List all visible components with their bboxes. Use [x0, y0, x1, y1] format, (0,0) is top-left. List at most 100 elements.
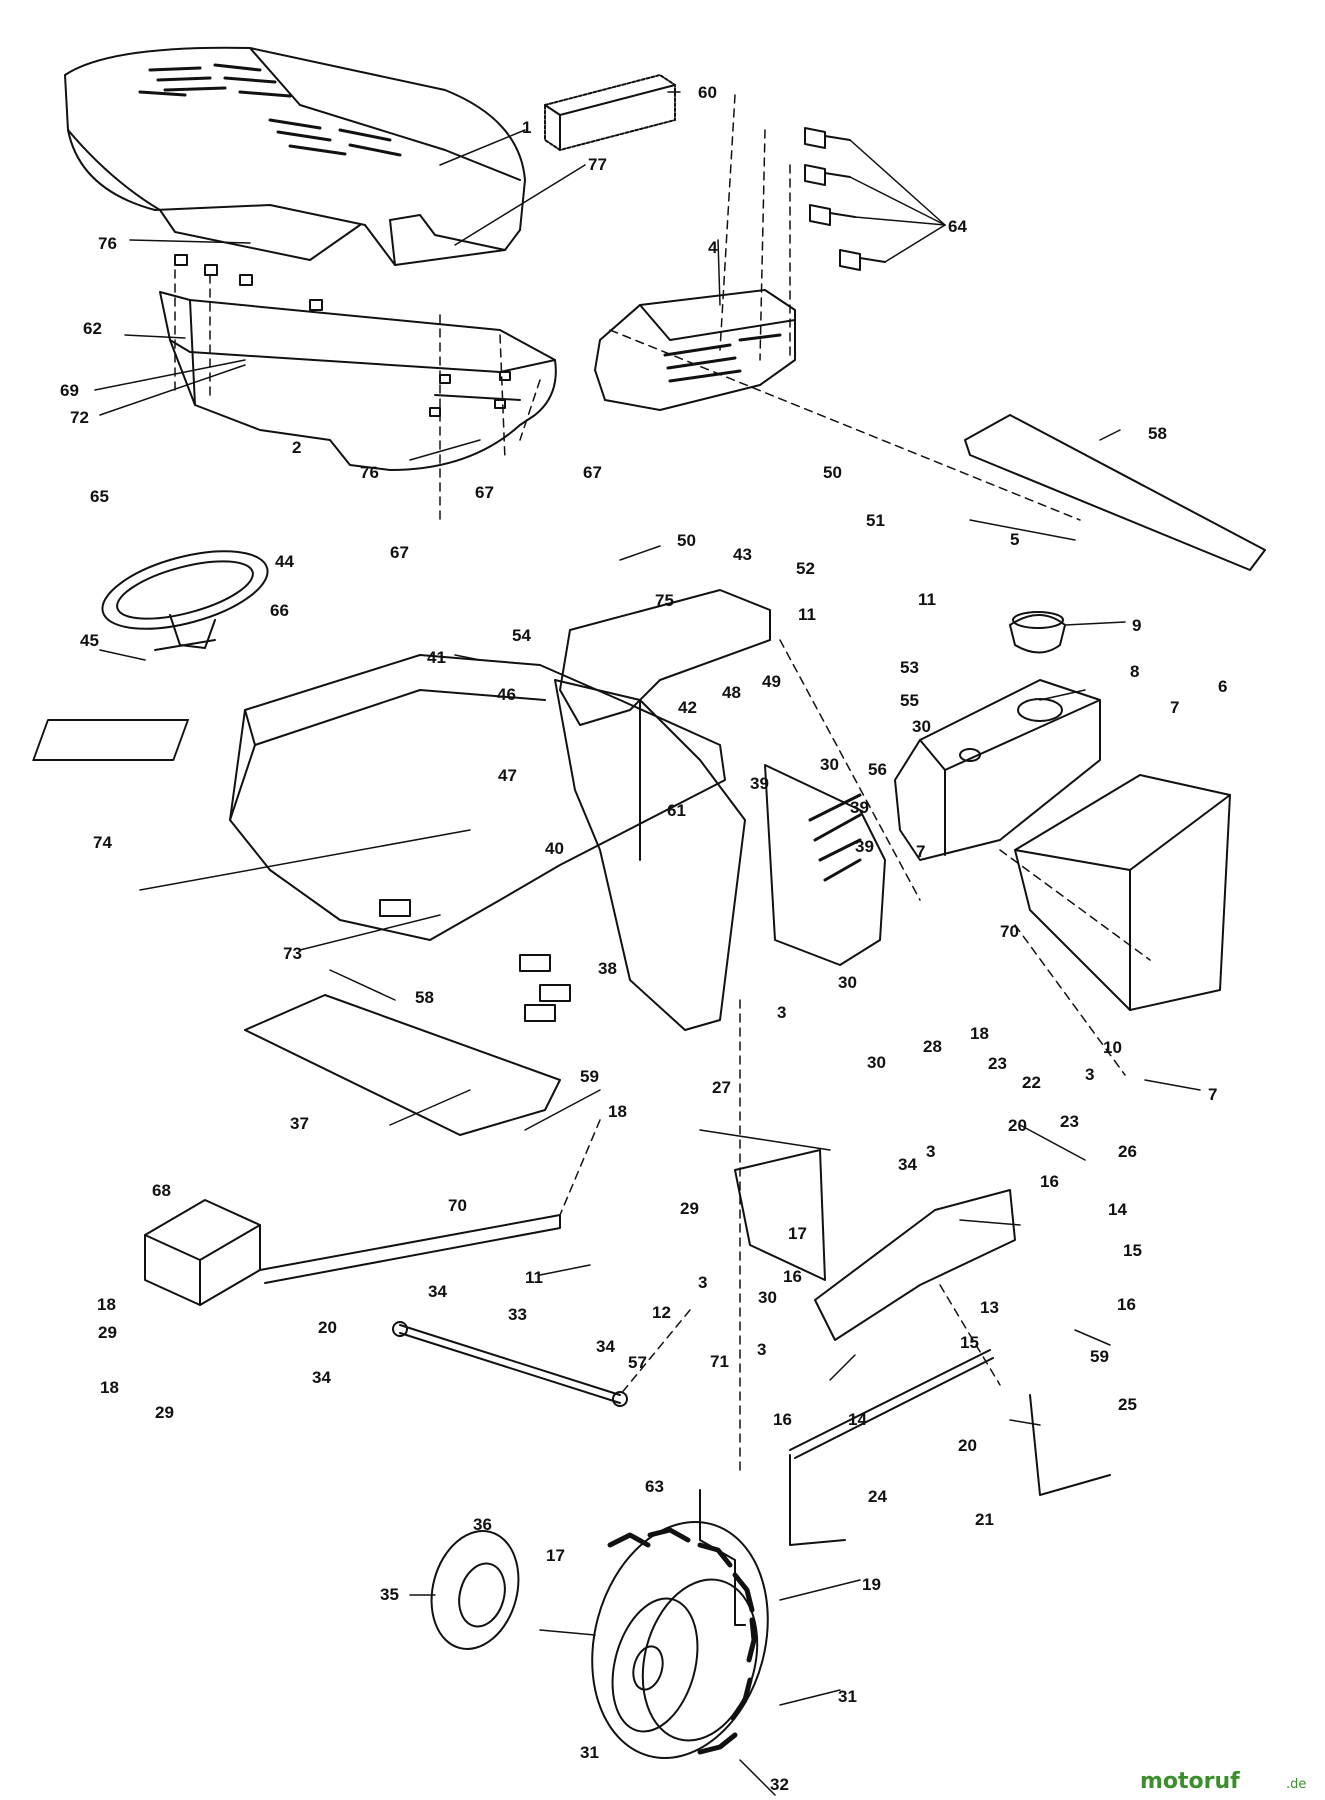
part-label-7-right: 7: [1208, 1085, 1217, 1104]
part-label-27: 27: [712, 1078, 731, 1097]
part-label-22: 22: [1022, 1073, 1041, 1092]
part-label-49: 49: [762, 672, 781, 691]
part-label-19: 19: [862, 1575, 881, 1594]
part-label-32: 32: [770, 1775, 789, 1794]
part-label-20-b: 20: [318, 1318, 337, 1337]
part-label-71: 71: [710, 1352, 729, 1371]
part-label-16-b: 16: [783, 1267, 802, 1286]
step-plate-right-part: [964, 414, 1266, 571]
part-label-5: 5: [1010, 530, 1019, 549]
part-label-41: 41: [427, 648, 446, 667]
part-label-40: 40: [545, 839, 564, 858]
part-label-73: 73: [283, 944, 302, 963]
part-label-76-lower: 76: [360, 463, 379, 482]
hood-part: [64, 46, 526, 311]
part-label-15-a: 15: [1123, 1241, 1142, 1260]
part-label-69: 69: [60, 381, 79, 400]
part-label-15-b: 15: [960, 1333, 979, 1352]
part-label-16-d: 16: [773, 1410, 792, 1429]
part-label-11-b: 11: [918, 590, 936, 609]
part-label-3-b: 3: [1085, 1065, 1094, 1084]
part-label-29-c: 29: [155, 1403, 174, 1422]
part-label-62: 62: [83, 319, 102, 338]
part-label-38: 38: [598, 959, 617, 978]
part-label-39-b: 39: [850, 798, 869, 817]
part-label-18-b: 18: [608, 1102, 627, 1121]
part-label-13: 13: [980, 1298, 999, 1317]
part-label-50-right: 50: [823, 463, 842, 482]
part-label-53: 53: [900, 658, 919, 677]
steering-wheel-part: [101, 550, 269, 651]
part-label-28: 28: [923, 1037, 942, 1056]
part-label-3-d: 3: [698, 1273, 707, 1292]
part-label-10: 10: [1103, 1038, 1122, 1057]
part-label-18-a: 18: [970, 1024, 989, 1043]
part-label-7-top: 7: [1170, 698, 1179, 717]
part-label-64: 64: [948, 217, 967, 236]
part-label-3-e: 3: [757, 1340, 766, 1359]
part-label-30-b: 30: [820, 755, 839, 774]
part-label-39-c: 39: [855, 837, 874, 856]
foam-strip-part: [544, 74, 676, 151]
part-label-34-d: 34: [312, 1368, 331, 1387]
part-label-21: 21: [975, 1510, 994, 1529]
part-label-67-c: 67: [390, 543, 409, 562]
control-panel-part: [559, 589, 771, 726]
step-plate-left-part: [244, 994, 561, 1136]
battery-box-part: [1014, 774, 1231, 1011]
hub-cap-part: [430, 1530, 520, 1650]
spindle-part: [789, 1349, 1111, 1546]
fuel-cap-part: [1009, 611, 1066, 654]
part-label-26: 26: [1118, 1142, 1137, 1161]
part-label-70-top: 70: [1000, 922, 1019, 941]
part-label-30-d: 30: [867, 1053, 886, 1072]
part-label-37: 37: [290, 1114, 309, 1133]
part-label-33: 33: [508, 1305, 527, 1324]
part-label-24: 24: [868, 1487, 887, 1506]
part-label-16-a: 16: [1040, 1172, 1059, 1191]
part-label-59-a: 59: [580, 1067, 599, 1086]
part-label-70-left: 70: [448, 1196, 467, 1215]
part-label-39-a: 39: [750, 774, 769, 793]
part-label-7-mid: 7: [916, 842, 925, 861]
rod-part: [699, 1489, 746, 1626]
part-label-17-a: 17: [788, 1224, 807, 1243]
part-label-14-b: 14: [848, 1410, 867, 1429]
dash-panel-part: [594, 289, 796, 411]
part-label-11-c: 11: [525, 1268, 543, 1287]
part-label-51: 51: [866, 511, 885, 530]
watermark-logo: motoruf .de: [1140, 1769, 1306, 1794]
part-label-54: 54: [512, 626, 531, 645]
part-label-30-e: 30: [758, 1288, 777, 1307]
part-label-45: 45: [80, 631, 99, 650]
part-label-34-b: 34: [428, 1282, 447, 1301]
part-label-36: 36: [473, 1515, 492, 1534]
part-label-4: 4: [708, 238, 718, 257]
part-label-46: 46: [497, 685, 516, 704]
part-label-11-a: 11: [798, 605, 816, 624]
part-label-34-c: 34: [596, 1337, 615, 1356]
fuel-tank-part: [894, 679, 1101, 861]
part-label-52: 52: [796, 559, 815, 578]
part-label-56: 56: [868, 760, 887, 779]
steering-column-console-part: [554, 679, 886, 1031]
part-label-29-b: 29: [98, 1323, 117, 1342]
part-label-8: 8: [1130, 662, 1139, 681]
part-label-25: 25: [1118, 1395, 1137, 1414]
tie-rod-part: [392, 1321, 628, 1407]
part-label-20-a: 20: [1008, 1116, 1027, 1135]
part-label-74: 74: [93, 833, 112, 852]
part-label-61: 61: [667, 801, 686, 820]
part-label-29-a: 29: [680, 1199, 699, 1218]
lower-shroud-part: [159, 291, 557, 471]
part-label-2: 2: [292, 438, 301, 457]
part-label-77: 77: [588, 155, 607, 174]
part-label-50-left: 50: [677, 531, 696, 550]
part-label-57: 57: [628, 1353, 647, 1372]
part-label-16-c: 16: [1117, 1295, 1136, 1314]
part-label-55: 55: [900, 691, 919, 710]
part-label-65: 65: [90, 487, 109, 506]
front-axle-part: [734, 1149, 1016, 1341]
part-label-47: 47: [498, 766, 517, 785]
